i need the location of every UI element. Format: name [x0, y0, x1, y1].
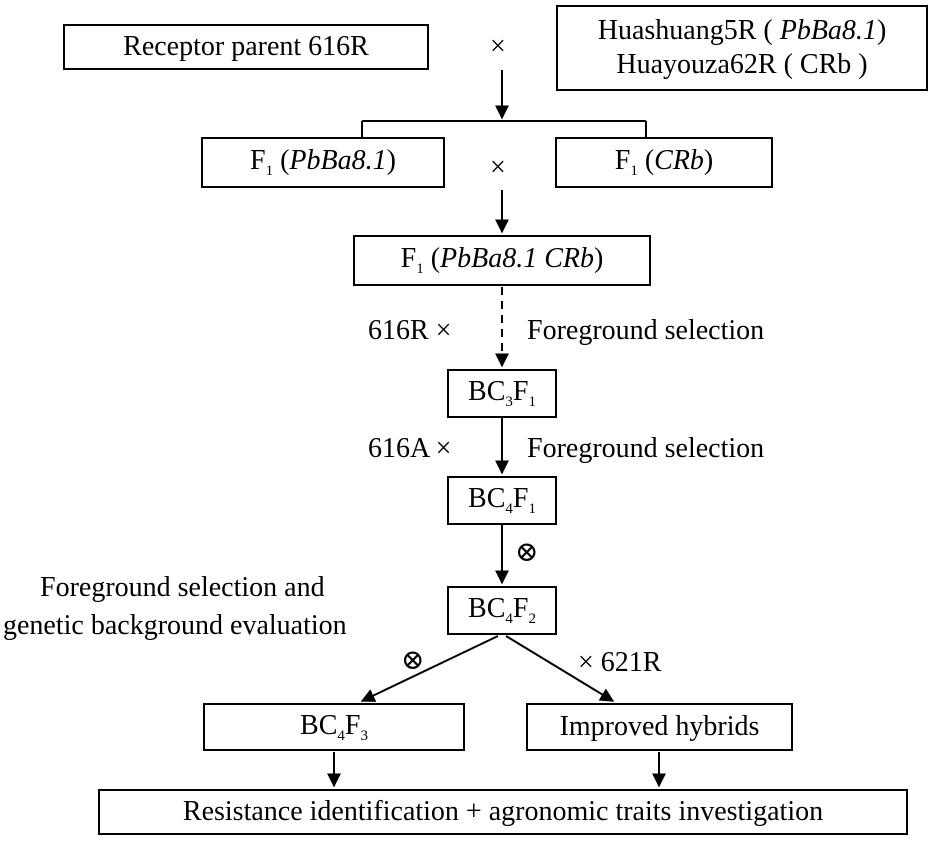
fg-bg-label-line1: Foreground selection and: [40, 572, 325, 603]
bc4f1-text: BC4F1: [468, 483, 536, 517]
f1-pyramid-text: F1 (PbBa8.1 CRb): [400, 243, 604, 277]
donor-line-huashuang: Huashuang5R ( PbBa8.1): [597, 15, 887, 46]
foreground-selection-label-1: Foreground selection: [527, 315, 765, 346]
cross-symbol-f1: ×: [490, 152, 506, 183]
receptor-parent-text: Receptor parent 616R: [123, 31, 369, 62]
final-evaluation-box: Resistance identification + agronomic tr…: [98, 789, 908, 835]
bc4f3-text: BC4F3: [300, 709, 368, 744]
f1-crb-text: F1 (CRb): [614, 145, 714, 179]
bc3f1-box: BC3F1: [447, 369, 557, 418]
bc4f2-text: BC4F2: [468, 593, 536, 627]
f1-pbba81-text: F1 (PbBa8.1): [250, 145, 396, 179]
receptor-parent-box: Receptor parent 616R: [63, 24, 429, 70]
improved-hybrids-box: Improved hybrids: [526, 703, 793, 751]
fg-bg-label-line2: genetic background evaluation: [3, 610, 347, 641]
arrow-bc4f2-bc4f3: [360, 635, 499, 702]
donor-line-huayouza: Huayouza62R ( CRb ): [616, 49, 868, 80]
bc4f2-box: BC4F2: [447, 586, 557, 635]
arrow-bc4f2-hybrids: [505, 635, 615, 702]
backcross-616a-label: 616A ×: [368, 433, 452, 464]
donor-parents-box: Huashuang5R ( PbBa8.1) Huayouza62R ( CRb…: [556, 5, 928, 91]
final-evaluation-text: Resistance identification + agronomic tr…: [182, 796, 824, 827]
bc3f1-text: BC3F1: [468, 376, 536, 410]
improved-hybrids-text: Improved hybrids: [559, 711, 760, 742]
f1-pyramid-box: F1 (PbBa8.1 CRb): [353, 235, 651, 286]
selfing-symbol-2: ⊗: [401, 645, 425, 676]
bc4f3-box: BC4F3: [203, 703, 465, 751]
selfing-symbol-1: ⊗: [515, 537, 539, 568]
cross-symbol-top: ×: [490, 31, 506, 62]
f1-crb-box: F1 (CRb): [555, 137, 773, 188]
cross-621r-label: × 621R: [578, 647, 662, 678]
backcross-616r-label: 616R ×: [368, 315, 452, 346]
f1-pbba81-box: F1 (PbBa8.1): [201, 137, 445, 188]
foreground-selection-label-2: Foreground selection: [527, 433, 765, 464]
bc4f1-box: BC4F1: [447, 476, 557, 525]
